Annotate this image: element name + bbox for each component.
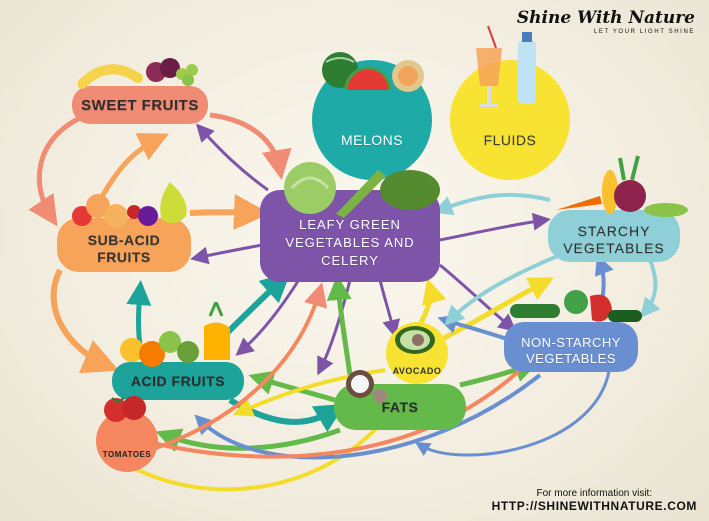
starchy-vegetables-illustration <box>556 155 688 217</box>
fats-label: FATS <box>381 399 419 415</box>
arrow-tomatoes-to-nonstarchy <box>139 344 546 459</box>
sweet-fruits-node: SWEET FRUITS <box>72 86 208 124</box>
fats-node: FATS <box>334 384 466 430</box>
arrow-leafy-to-subacid <box>190 243 263 265</box>
arrow-leafy-to-acid <box>235 277 302 356</box>
arrow-tomatoes-to-leafy <box>149 282 328 452</box>
arrow-leafy-to-avocado <box>378 279 401 338</box>
tomatoes-label: TOMATOES <box>102 449 152 459</box>
footer-url-link[interactable]: HTTP://SHINEWITHNATURE.COM <box>491 499 697 513</box>
arrow-tomatoes-to-avocado <box>118 393 405 492</box>
brand-logo: Shine With Nature LET YOUR LIGHT SHINE <box>517 8 695 35</box>
sub-acid-fruits-node: SUB-ACID FRUITS <box>57 218 191 272</box>
sweet-fruits-illustration <box>78 58 198 89</box>
arrow-fats-to-leafy <box>326 275 353 376</box>
acid-fruits-node: ACID FRUITS <box>112 362 244 400</box>
sub-acid-fruits-illustration <box>72 182 187 228</box>
arrow-starchy-to-leafy <box>432 192 551 216</box>
acid-fruits-label: ACID FRUITS <box>130 373 226 389</box>
fluids-label: FLUIDS <box>483 132 537 148</box>
footer: For more information visit: HTTP://SHINE… <box>492 488 697 513</box>
arrow-starchy-to-nonstarchy <box>639 259 661 319</box>
brand-tagline: LET YOUR LIGHT SHINE <box>593 29 695 35</box>
sweet-fruits-label: SWEET FRUITS <box>81 96 199 114</box>
non-starchy-vegetables-label: NON-STARCHY VEGETABLES <box>521 335 621 366</box>
arrow-leafy-to-nonstarchy <box>439 263 517 332</box>
arrow-leafy-to-starchy <box>439 212 551 242</box>
arrow-starchy-to-avocado <box>444 253 561 326</box>
arrow-subacid-to-leafy <box>189 193 270 230</box>
arrow-subacid-to-acid <box>50 268 120 374</box>
sub-acid-fruits-label: SUB-ACID FRUITS <box>87 232 161 265</box>
leafy-greens-illustration <box>284 162 440 218</box>
avocado-illustration <box>395 326 435 354</box>
arrow-leafy-to-sweet <box>195 123 269 192</box>
arrow-subacid-to-sweet <box>97 133 170 202</box>
arrow-nonstarchy-to-acid <box>194 373 542 460</box>
acid-fruits-illustration <box>120 302 230 367</box>
avocado-label: AVOCADO <box>392 366 442 376</box>
tomatoes-illustration <box>104 396 146 422</box>
tomatoes-circle: TOMATOES <box>96 410 158 472</box>
footer-info-text: For more information visit: <box>536 488 653 499</box>
arrow-nonstarchy-to-fats <box>414 364 612 457</box>
starchy-vegetables-node: STARCHY VEGETABLES <box>548 210 680 262</box>
arrow-avocado-to-leafy <box>417 278 447 327</box>
leafy-greens-label: LEAFY GREEN VEGETABLES AND CELERY <box>285 217 415 268</box>
brand-title: Shine With Nature <box>516 8 695 28</box>
fluids-circle: FLUIDS <box>450 60 570 180</box>
non-starchy-vegetables-illustration <box>510 290 642 322</box>
fluids-illustration <box>476 25 536 107</box>
non-starchy-vegetables-node: NON-STARCHY VEGETABLES <box>504 322 638 372</box>
melon-illustration <box>322 52 424 92</box>
arrow-sweet-to-leafy <box>209 112 292 180</box>
fats-illustration <box>346 370 387 403</box>
arrow-avocado-to-starchy <box>438 277 554 343</box>
starchy-vegetables-label: STARCHY VEGETABLES <box>563 223 665 256</box>
arrow-sweet-to-subacid <box>28 115 82 227</box>
melons-label: MELONS <box>340 132 404 148</box>
